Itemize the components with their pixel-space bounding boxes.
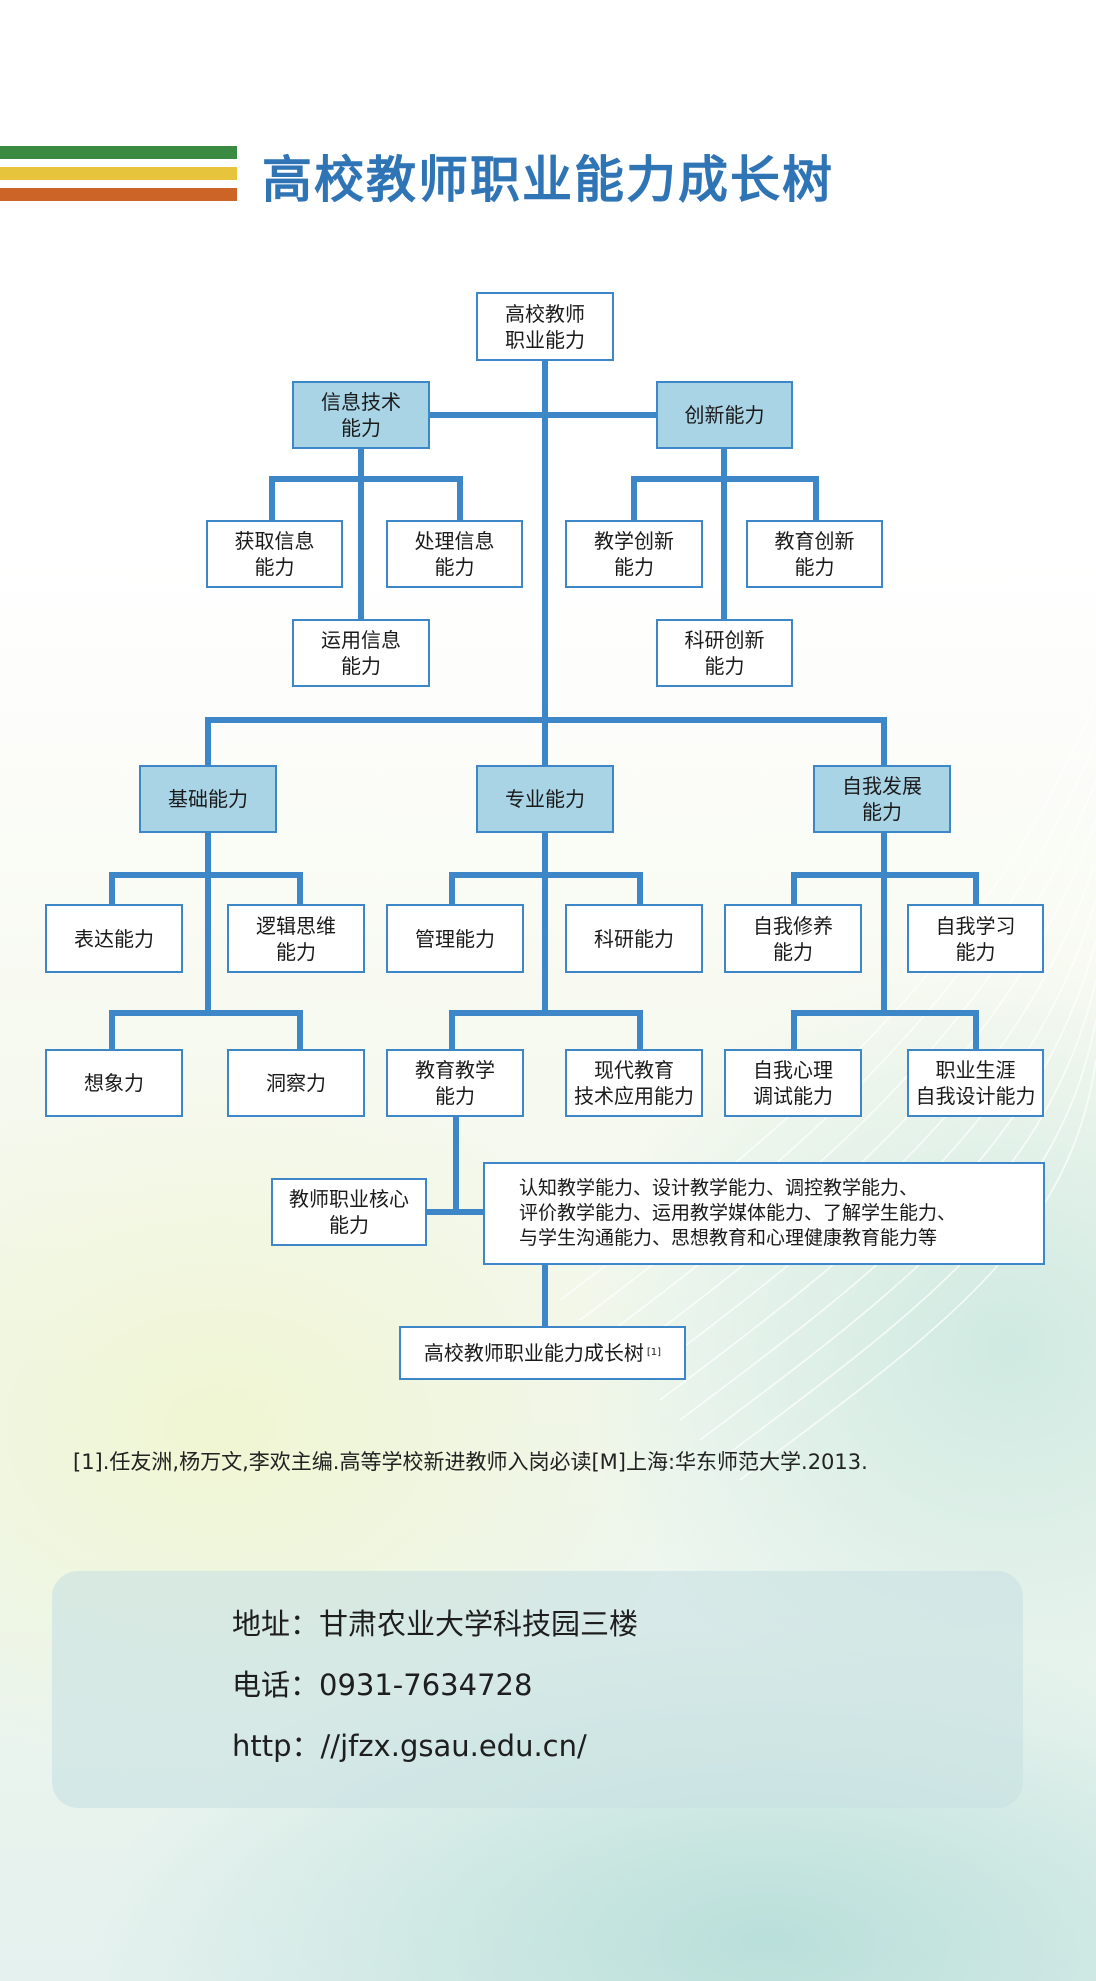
node-basic: 基础能力 bbox=[139, 765, 277, 833]
node-expression: 表达能力 bbox=[45, 904, 183, 973]
node-imagination: 想象力 bbox=[45, 1049, 183, 1117]
node-career: 职业生涯 自我设计能力 bbox=[907, 1049, 1044, 1117]
node-self-development: 自我发展 能力 bbox=[813, 765, 951, 833]
node-research-innovation: 科研创新 能力 bbox=[656, 619, 793, 687]
node-education-teaching: 教育教学 能力 bbox=[386, 1049, 524, 1117]
node-acquire-info: 获取信息 能力 bbox=[206, 520, 343, 588]
node-insight: 洞察力 bbox=[227, 1049, 365, 1117]
node-use-info: 运用信息 能力 bbox=[292, 619, 430, 687]
node-management: 管理能力 bbox=[386, 904, 524, 973]
green-stripe bbox=[0, 146, 237, 159]
caption-text: 高校教师职业能力成长树 bbox=[423, 1341, 644, 1365]
node-self-cultivation: 自我修养 能力 bbox=[724, 904, 862, 973]
node-research: 科研能力 bbox=[565, 904, 703, 973]
contact-address: 地址：甘肃农业大学科技园三楼 bbox=[232, 1607, 639, 1641]
node-logic: 逻辑思维 能力 bbox=[227, 904, 365, 973]
orange-stripe bbox=[0, 188, 237, 201]
caption-reference: [1] bbox=[646, 1347, 662, 1358]
node-self-psych: 自我心理 调试能力 bbox=[724, 1049, 862, 1117]
contact-url[interactable]: http：//jfzx.gsau.edu.cn/ bbox=[232, 1729, 587, 1763]
contact-phone: 电话：0931-7634728 bbox=[232, 1668, 533, 1702]
node-root: 高校教师 职业能力 bbox=[476, 292, 614, 361]
node-core: 教师职业核心 能力 bbox=[271, 1178, 427, 1246]
node-process-info: 处理信息 能力 bbox=[386, 520, 523, 588]
node-education-innovation: 教育创新 能力 bbox=[746, 520, 883, 588]
page-title: 高校教师职业能力成长树 bbox=[262, 151, 834, 209]
reference-text: [1].任友洲,杨万文,李欢主编.高等学校新进教师入岗必读[M]上海:华东师范大… bbox=[73, 1450, 868, 1474]
node-teaching-innovation: 教学创新 能力 bbox=[565, 520, 703, 588]
node-caption: 高校教师职业能力成长树[1] bbox=[399, 1326, 686, 1380]
contact-panel: 地址：甘肃农业大学科技园三楼 电话：0931-7634728 http：//jf… bbox=[52, 1571, 1023, 1808]
node-self-learning: 自我学习 能力 bbox=[907, 904, 1044, 973]
node-info-tech: 信息技术 能力 bbox=[292, 381, 430, 449]
node-modern-edu-tech: 现代教育 技术应用能力 bbox=[565, 1049, 703, 1117]
node-core-detail: 认知教学能力、设计教学能力、调控教学能力、 评价教学能力、运用教学媒体能力、了解… bbox=[483, 1162, 1045, 1265]
node-innovation: 创新能力 bbox=[656, 381, 793, 449]
node-professional: 专业能力 bbox=[476, 765, 614, 833]
yellow-stripe bbox=[0, 167, 237, 180]
